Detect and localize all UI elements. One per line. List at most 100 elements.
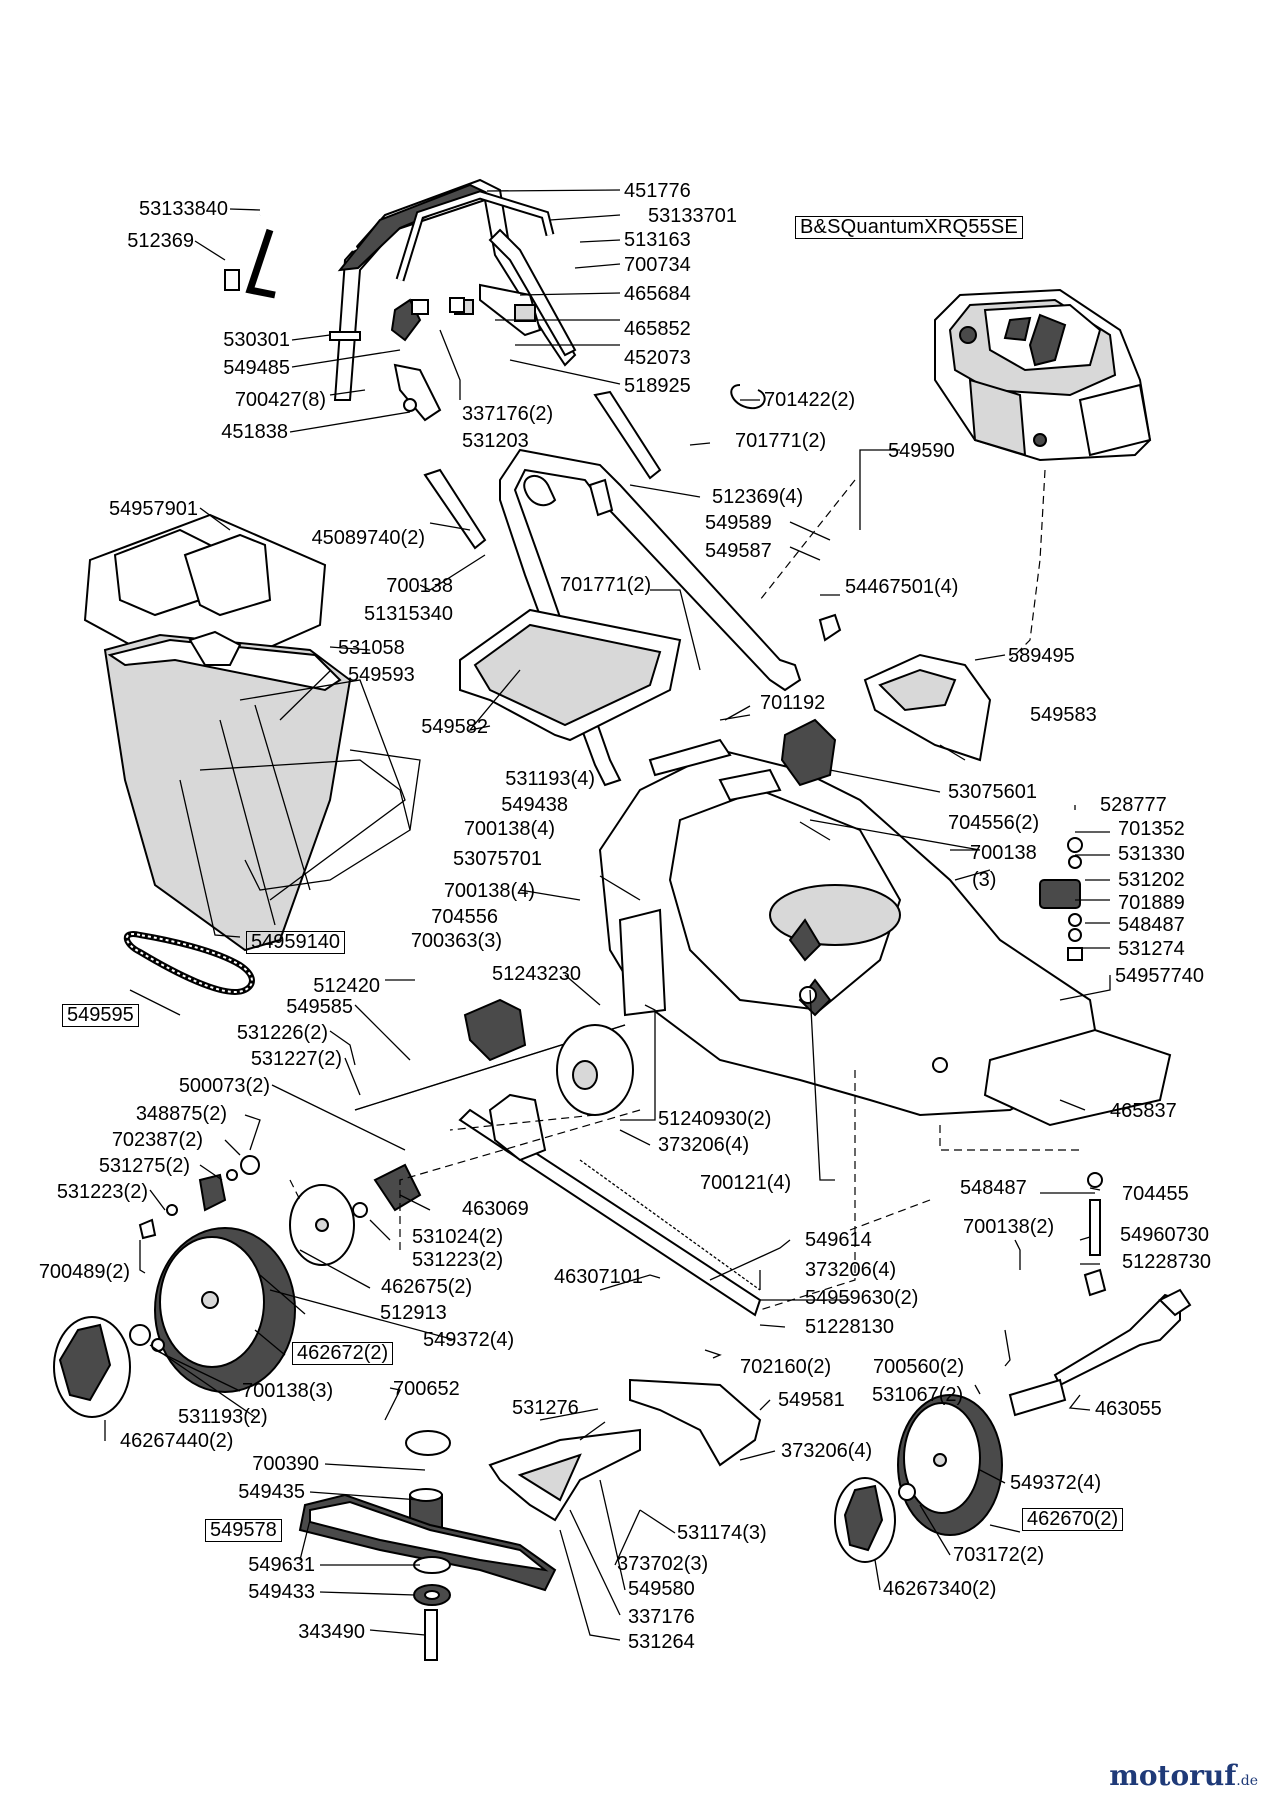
label-53075701: 53075701 (453, 848, 542, 870)
mulch-insert-549580 (488, 1428, 641, 1522)
label-700427: 700427(8) (234, 389, 326, 411)
label-701192: 701192 (760, 692, 826, 714)
label-549435: 549435 (238, 1481, 305, 1503)
label-512369: 512369 (127, 230, 194, 252)
axle-bolt-54960730 (1083, 1172, 1107, 1297)
label-462672: 462672(2) (292, 1342, 394, 1365)
label-337176: 337176 (628, 1606, 695, 1628)
label-589495: 589495 (1008, 645, 1075, 667)
deflector-549582 (459, 608, 682, 742)
label-549582: 549582 (421, 716, 488, 738)
leader-lines (104, 189, 1111, 1641)
label-348875: 348875(2) (135, 1103, 227, 1125)
label-465837: 465837 (1110, 1100, 1177, 1122)
label-549593: 549593 (348, 664, 415, 686)
label-513163: 513163 (624, 229, 691, 251)
label-462675: 462675(2) (381, 1276, 473, 1298)
label-701771-2b: 701771(2) (560, 574, 652, 596)
label-53133701: 53133701 (648, 205, 737, 227)
label-549589: 549589 (705, 512, 772, 534)
label-373206-4a: 373206(4) (658, 1134, 750, 1156)
label-701422: 701422(2) (764, 389, 856, 411)
front-axle-463055 (1008, 1288, 1192, 1417)
label-465684: 465684 (624, 283, 691, 305)
label-700652: 700652 (393, 1378, 460, 1400)
mower-deck (598, 738, 1172, 1127)
front-wheel-right (897, 1394, 1003, 1536)
label-702160: 702160(2) (740, 1356, 832, 1378)
label-51228730: 51228730 (1122, 1251, 1211, 1273)
label-704556: 704556 (431, 906, 498, 928)
label-700138-3a: 700138 (970, 842, 1037, 864)
label-531202: 531202 (1118, 869, 1185, 891)
label-701771-2a: 701771(2) (735, 430, 827, 452)
label-451776: 451776 (624, 180, 691, 202)
label-45089740: 45089740(2) (311, 527, 425, 549)
label-549433: 549433 (248, 1581, 315, 1603)
handle-bar-53133701 (395, 190, 555, 282)
label-531276: 531276 (512, 1397, 579, 1419)
label-530301: 530301 (223, 329, 290, 351)
engine-model-label: B&SQuantumXRQ55SE (795, 216, 1023, 239)
mulch-plug-53075601 (780, 718, 837, 787)
drive-pinion-parts (138, 1155, 260, 1240)
rear-wheel-left (129, 1227, 296, 1393)
label-531274: 531274 (1118, 938, 1185, 960)
label-337176-2: 337176(2) (462, 403, 554, 425)
label-704455: 704455 (1122, 1183, 1189, 1205)
engine-body (934, 288, 1152, 462)
label-53075601: 53075601 (948, 781, 1037, 803)
label-373206-4c: 373206(4) (781, 1440, 873, 1462)
label-531058: 531058 (338, 637, 405, 659)
label-531067: 531067(2) (872, 1384, 964, 1406)
label-46267440: 46267440(2) (120, 1430, 234, 1452)
label-531223b: 531223(2) (412, 1249, 504, 1271)
label-531227: 531227(2) (250, 1048, 342, 1070)
label-549372-4a: 549372(4) (423, 1329, 515, 1351)
height-adjust-right (1039, 837, 1083, 961)
label-465852: 465852 (624, 318, 691, 340)
handle-bar-53133840 (245, 177, 358, 299)
label-51243230: 51243230 (492, 963, 581, 985)
label-549595: 549595 (62, 1004, 139, 1027)
label-549614: 549614 (805, 1229, 872, 1251)
cable-levers (454, 228, 577, 357)
label-549372-4b: 549372(4) (1010, 1472, 1102, 1494)
label-704556-2: 704556(2) (948, 812, 1040, 834)
label-54957740: 54957740 (1115, 965, 1204, 987)
label-51228130: 51228130 (805, 1316, 894, 1338)
baffle-549581 (629, 1378, 762, 1467)
catcher-bag (103, 630, 421, 952)
label-531223a: 531223(2) (56, 1181, 148, 1203)
blade-adapter-549435 (405, 1430, 451, 1531)
label-531193-2: 531193(2) (178, 1406, 268, 1428)
dashed-guides (289, 469, 1080, 1311)
label-700138a: 700138 (386, 575, 453, 597)
label-549587: 549587 (705, 540, 772, 562)
label-500073: 500073(2) (178, 1075, 270, 1097)
watermark-logo: motoruf.de (1109, 1759, 1258, 1792)
label-46267340: 46267340(2) (883, 1578, 997, 1600)
label-700138-3b: (3) (972, 869, 997, 891)
label-700138-2: 700138(2) (963, 1216, 1055, 1238)
label-700138-3c: 700138(3) (242, 1380, 334, 1402)
label-703172: 703172(2) (953, 1544, 1045, 1566)
label-531193-4: 531193(4) (505, 768, 595, 790)
label-549580: 549580 (628, 1578, 695, 1600)
label-463069: 463069 (462, 1198, 529, 1220)
blade-549578 (298, 1493, 557, 1592)
blade-washers (413, 1556, 451, 1661)
label-700489: 700489(2) (38, 1261, 130, 1283)
label-54960730: 54960730 (1120, 1224, 1209, 1246)
label-548487b: 548487 (960, 1177, 1027, 1199)
label-549585: 549585 (286, 996, 353, 1018)
hubcap-left-46267440 (53, 1316, 131, 1418)
label-700734: 700734 (624, 254, 691, 276)
label-531275: 531275(2) (98, 1155, 190, 1177)
v-belt (123, 931, 255, 995)
label-549578: 549578 (205, 1519, 282, 1542)
label-531024: 531024(2) (412, 1226, 504, 1248)
label-462670: 462670(2) (1022, 1508, 1124, 1531)
rear-cover-549583 (863, 653, 992, 762)
